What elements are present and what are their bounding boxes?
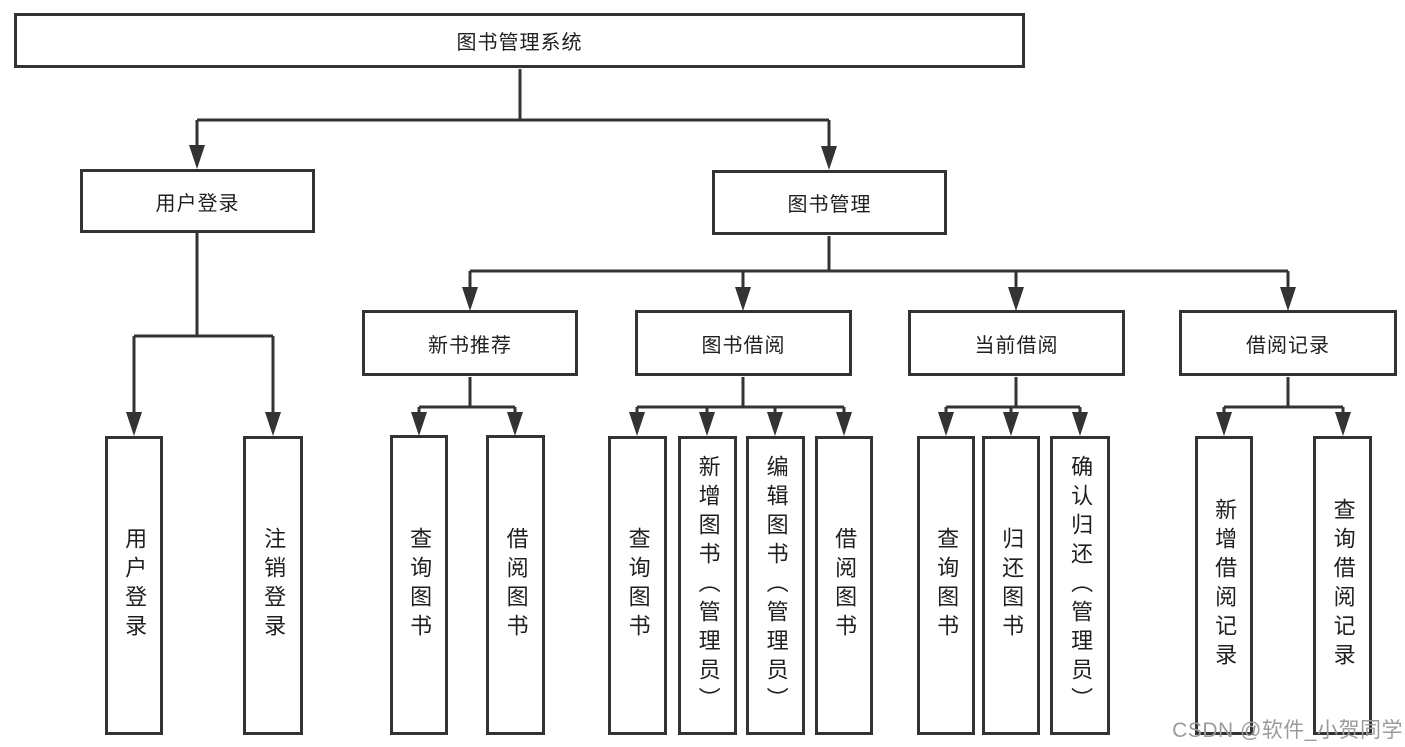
leaf-newbooks-borrow-label: 借阅图书	[503, 526, 529, 644]
leaf-logout-label: 注销登录	[261, 527, 287, 644]
node-book-mgmt: 图书管理	[712, 170, 947, 235]
leaf-borrow-edit-label: 编辑图书（管理员）	[763, 454, 789, 717]
node-book-borrow: 图书借阅	[635, 310, 852, 376]
leaf-logout: 注销登录	[243, 436, 303, 735]
leaf-user-login-label: 用户登录	[122, 527, 148, 644]
leaf-current-return: 归还图书	[982, 436, 1040, 735]
leaf-current-query: 查询图书	[917, 436, 975, 735]
leaf-borrow-borrow-label: 借阅图书	[832, 527, 858, 644]
leaf-current-return-label: 归还图书	[999, 527, 1025, 644]
node-user-login: 用户登录	[80, 169, 315, 233]
leaf-records-query-label: 查询借阅记录	[1330, 498, 1356, 673]
node-root: 图书管理系统	[14, 13, 1025, 68]
leaf-current-query-label: 查询图书	[934, 527, 960, 644]
connector-user-login	[132, 233, 275, 414]
connector-book-mgmt	[468, 236, 1290, 290]
leaf-current-confirm-label: 确认归还（管理员）	[1068, 454, 1094, 717]
connector-root	[195, 69, 831, 149]
leaf-current-confirm: 确认归还（管理员）	[1050, 436, 1110, 735]
node-borrow-records: 借阅记录	[1179, 310, 1397, 376]
leaf-newbooks-borrow: 借阅图书	[486, 435, 545, 735]
leaf-borrow-query-label: 查询图书	[625, 527, 651, 644]
leaf-records-add-label: 新增借阅记录	[1212, 498, 1238, 673]
leaf-borrow-add-label: 新增图书（管理员）	[695, 454, 721, 717]
leaf-borrow-borrow: 借阅图书	[815, 436, 873, 735]
leaf-records-add: 新增借阅记录	[1195, 436, 1253, 735]
leaf-borrow-add: 新增图书（管理员）	[678, 436, 737, 735]
node-current-borrow: 当前借阅	[908, 310, 1125, 376]
leaf-borrow-query: 查询图书	[608, 436, 667, 735]
connector-new-books	[417, 377, 517, 415]
leaf-newbooks-query: 查询图书	[390, 435, 448, 735]
csdn-watermark: CSDN @软件_小贺同学	[1172, 719, 1403, 742]
connector-current-borrow	[944, 377, 1082, 415]
leaf-borrow-edit: 编辑图书（管理员）	[746, 436, 805, 735]
leaf-newbooks-query-label: 查询图书	[407, 526, 433, 644]
connector-borrow-records	[1222, 377, 1345, 415]
leaf-records-query: 查询借阅记录	[1313, 436, 1372, 735]
leaf-user-login: 用户登录	[105, 436, 163, 735]
connector-book-borrow	[635, 377, 846, 415]
node-new-books: 新书推荐	[362, 310, 578, 376]
